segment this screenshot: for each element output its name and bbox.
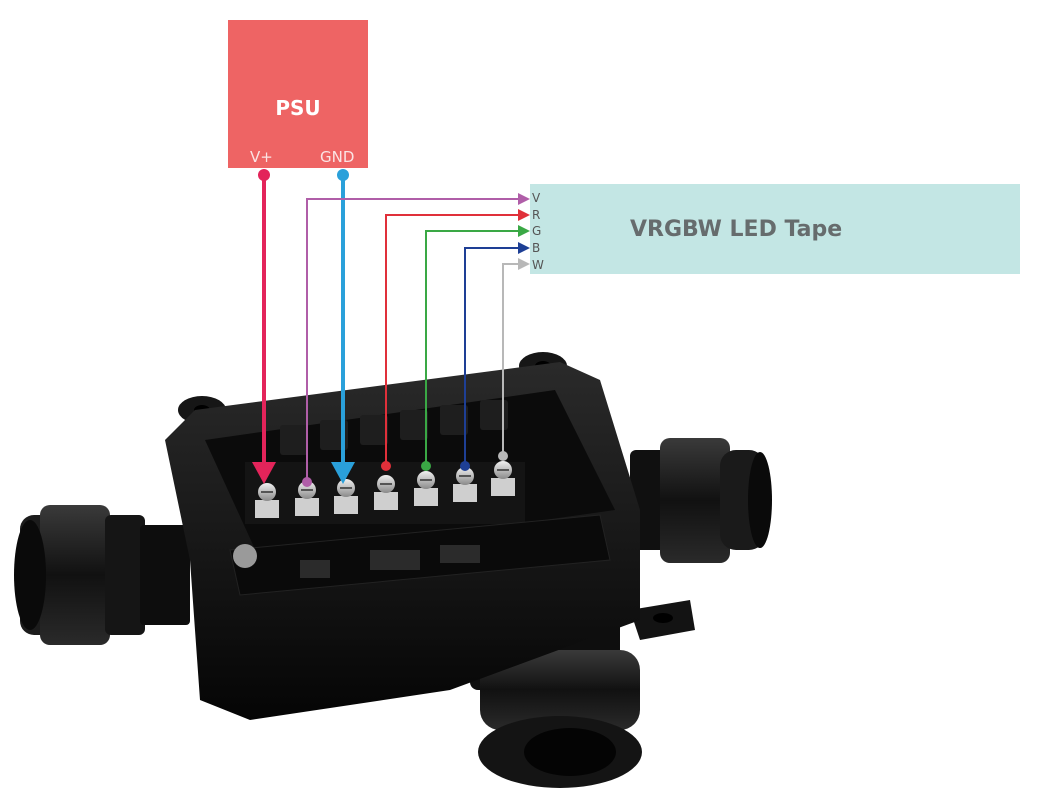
wire-v-line <box>306 198 518 482</box>
wire-gnd-dot <box>337 169 349 181</box>
wire-g-arrow <box>518 225 530 237</box>
psu-terminal-vplus: V+ <box>250 148 273 166</box>
left-cable-gland <box>14 505 190 645</box>
wire-r-arrow <box>518 209 530 221</box>
psu-box <box>228 20 368 168</box>
psu-title: PSU <box>275 96 321 120</box>
junction-box-controller-icon <box>14 352 772 788</box>
psu: PSU V+ GND <box>228 20 368 168</box>
right-cable-gland <box>630 438 772 563</box>
wire-r-dot <box>381 461 391 471</box>
wire-g-dot <box>421 461 431 471</box>
led-tape <box>530 184 1020 274</box>
wire-b-dot <box>460 461 470 471</box>
led-tape-title: VRGBW LED Tape <box>630 217 843 242</box>
wire-vplus-dot <box>258 169 270 181</box>
wire-gnd-arrow <box>331 462 355 484</box>
tape-pin-b: B <box>532 241 541 255</box>
wire-r-line <box>385 214 518 466</box>
tape-pin-v: V <box>532 191 541 205</box>
wire-b-line <box>464 247 518 466</box>
wire-w-arrow <box>518 258 530 270</box>
tape-pin-w: W <box>532 258 544 272</box>
terminal-screws <box>255 461 515 518</box>
wire-v-arrow <box>518 193 530 205</box>
wire-v-dot <box>302 477 312 487</box>
wire-vplus-arrow <box>252 462 276 484</box>
tape-pin-g: G <box>532 224 542 238</box>
wire-w-line <box>502 263 518 456</box>
tape-pin-r: R <box>532 208 541 222</box>
wire-g-line <box>425 230 518 466</box>
wire-b-arrow <box>518 242 530 254</box>
wires <box>252 169 530 487</box>
psu-terminal-gnd: GND <box>320 148 355 166</box>
wire-w-dot <box>498 451 508 461</box>
